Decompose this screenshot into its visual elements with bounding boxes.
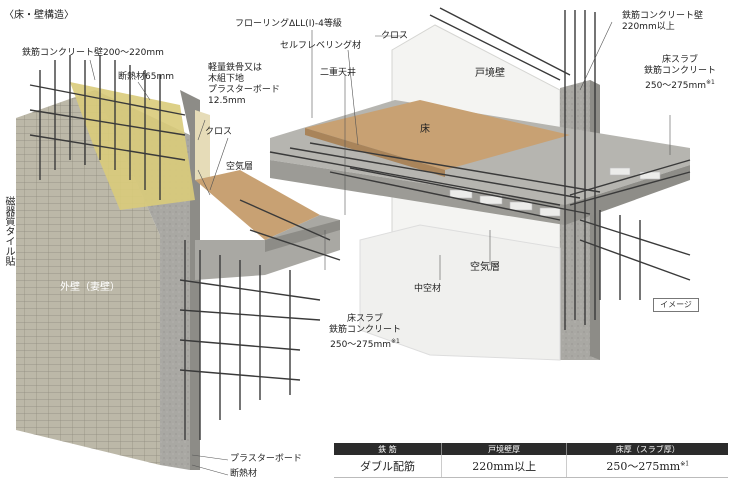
label-air-layer-left: 空気層 bbox=[226, 162, 254, 172]
label-cloth-top: クロス bbox=[381, 31, 409, 41]
label-cloth-left: クロス bbox=[205, 127, 233, 137]
insulation-panel bbox=[70, 82, 195, 210]
spec-table-row: ダブル配筋 220mm以上 250～275mm※1 bbox=[334, 455, 728, 478]
image-badge: イメージ bbox=[653, 298, 699, 312]
section-title: 〈床・壁構造〉 bbox=[4, 10, 74, 21]
label-slab-right: 床スラブ 鉄筋コンクリート 250～275mm※1 bbox=[644, 55, 716, 92]
spec-table-header: 鉄 筋 戸境壁厚 床厚（スラブ厚） bbox=[334, 443, 728, 455]
label-slab-left-line-1: 床スラブ bbox=[347, 314, 384, 324]
hollow-blocks bbox=[449, 167, 661, 217]
label-insulation-bottom: 断熱材 bbox=[230, 469, 258, 479]
rebar-left bbox=[29, 55, 341, 440]
label-partition-wall: 戸境壁 bbox=[475, 68, 505, 79]
spec-cell-rebar: ダブル配筋 bbox=[334, 455, 442, 478]
label-slab-right-line-2: 鉄筋コンクリート bbox=[644, 66, 717, 76]
floor-wood-right bbox=[305, 100, 570, 170]
label-outer-wall: 外壁（妻壁） bbox=[60, 282, 120, 293]
label-light-steel-line-4: 12.5mm bbox=[208, 96, 246, 106]
spec-table: 鉄 筋 戸境壁厚 床厚（スラブ厚） ダブル配筋 220mm以上 250～275m… bbox=[334, 443, 728, 478]
label-plasterboard-bottom: プラスターボード bbox=[230, 454, 302, 464]
leader-lines bbox=[89, 21, 671, 476]
label-light-steel-line-2: 木組下地 bbox=[208, 74, 245, 84]
label-rc-wall-right-line-1: 鉄筋コンクリート壁 bbox=[622, 11, 704, 21]
label-light-steel: 軽量鉄骨又は 木組下地 プラスターボード 12.5mm bbox=[208, 63, 280, 107]
spec-header-rebar: 鉄 筋 bbox=[334, 443, 442, 455]
label-light-steel-line-3: プラスターボード bbox=[208, 85, 280, 95]
label-slab-left: 床スラブ 鉄筋コンクリート 250～275mm※1 bbox=[329, 314, 401, 351]
label-hollow: 中空材 bbox=[414, 284, 442, 294]
label-rc-wall-right: 鉄筋コンクリート壁 220mm以上 bbox=[622, 11, 703, 33]
label-slab-left-line-2: 鉄筋コンクリート bbox=[329, 325, 402, 335]
label-slab-left-line-3: 250～275mm※1 bbox=[330, 338, 400, 350]
label-air-layer-mid: 空気層 bbox=[470, 262, 500, 273]
spec-header-wall: 戸境壁厚 bbox=[441, 443, 568, 455]
label-tile: 磁器質タイル貼 bbox=[3, 196, 14, 266]
label-floor: 床 bbox=[420, 124, 430, 135]
label-double-ceiling: 二重天井 bbox=[320, 68, 357, 78]
label-flooring: フローリングΔLL(I)-4等級 bbox=[235, 19, 342, 29]
spec-cell-slab: 250～275mm※1 bbox=[566, 455, 728, 478]
label-slab-right-line-1: 床スラブ bbox=[662, 55, 699, 65]
label-wall-concrete: 鉄筋コンクリート壁200～220mm bbox=[22, 48, 164, 58]
spec-note-mark: ※1 bbox=[680, 460, 690, 468]
left-floor-wood bbox=[195, 170, 320, 240]
label-light-steel-line-1: 軽量鉄骨又は bbox=[208, 63, 263, 73]
spec-header-slab: 床厚（スラブ厚） bbox=[566, 443, 728, 455]
label-rc-wall-right-line-2: 220mm以上 bbox=[622, 22, 675, 32]
spec-cell-wall: 220mm以上 bbox=[441, 455, 568, 478]
label-insulation-65: 断熱材65mm bbox=[118, 72, 174, 82]
rebar-right bbox=[269, 7, 691, 330]
label-slab-right-line-3: 250～275mm※1 bbox=[645, 79, 715, 91]
label-self-leveling: セルフレベリング材 bbox=[280, 41, 362, 51]
note-mark-right: ※1 bbox=[706, 79, 715, 86]
note-mark-left: ※1 bbox=[391, 338, 400, 345]
